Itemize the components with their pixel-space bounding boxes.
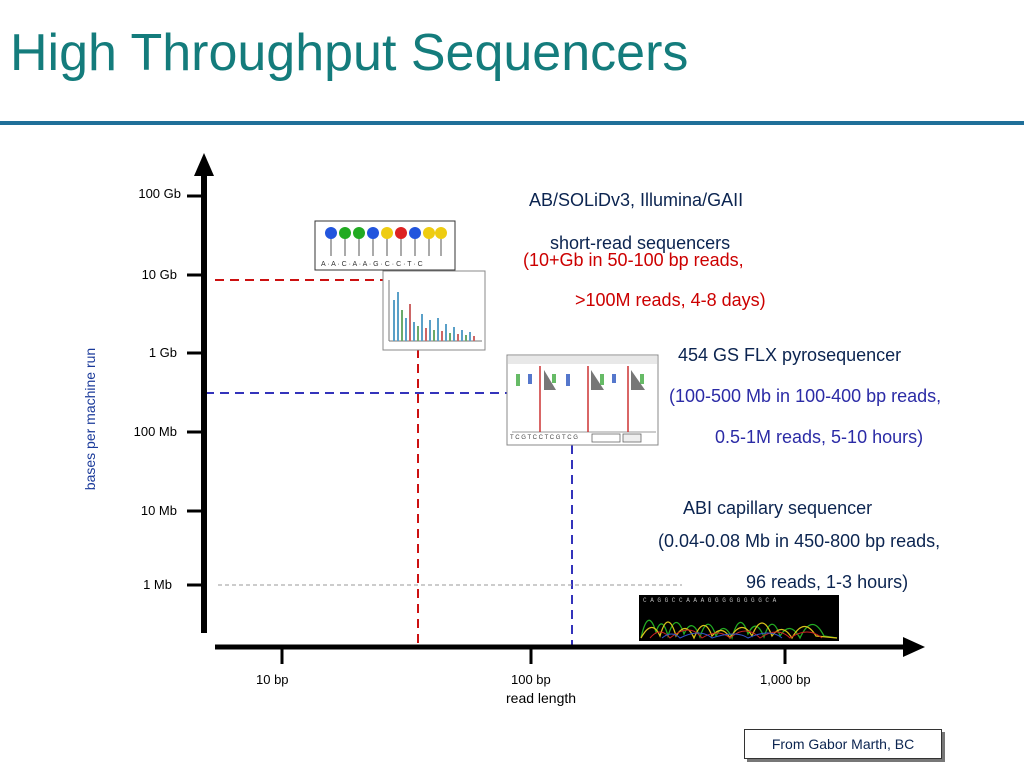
x-ticks xyxy=(280,647,787,664)
x-axis-arrow-icon xyxy=(903,637,925,657)
svg-text:C A G G C C A A A G G G G G: C A G G C C A A A G G G G G G G G C A xyxy=(643,597,777,604)
x-axis-label: read length xyxy=(506,690,577,706)
title-divider xyxy=(0,121,1024,125)
pyrosequencer-detail-line-2: 0.5-1M reads, 5-10 hours) xyxy=(715,427,924,447)
capillary-detail-line-1: (0.04-0.08 Mb in 450-800 bp reads, xyxy=(658,531,941,551)
svg-text:T C G T C C T C G T C G: T C G T C C T C G T C G xyxy=(510,435,578,441)
y-tick-label-10gb: 10 Gb xyxy=(141,267,177,282)
color-space-encoding-thumbnail: A · A · C · A · A · G · C · C · T · C xyxy=(314,220,456,271)
solid-illumina-subtitle: short-read sequencers xyxy=(550,233,731,253)
y-tick-label-10mb: 10 Mb xyxy=(140,503,177,518)
y-tick-label-1mb: 1 Mb xyxy=(143,577,172,592)
chromatogram-thumbnail: C A G G C C A A A G G G G G G G G C A xyxy=(639,595,839,641)
solid-illumina-detail-line-2: >100M reads, 4-8 days) xyxy=(575,290,766,310)
flowgram-thumbnail: T C G T C C T C G T C G xyxy=(506,354,659,446)
x-tick-label-100bp: 100 bp xyxy=(511,672,551,687)
y-axis-label: bases per machine run xyxy=(82,347,98,491)
x-tick-label-10bp: 10 bp xyxy=(256,672,289,687)
y-tick-label-100mb: 100 Mb xyxy=(133,424,177,439)
pyrosequencer-detail-line-1: (100-500 Mb in 100-400 bp reads, xyxy=(669,386,942,406)
color-space-dots: A · A · C · A · A · G · C · C · T · C xyxy=(321,227,447,268)
source-credit: From Gabor Marth, BC xyxy=(744,729,942,759)
slide-title: High Throughput Sequencers xyxy=(10,24,689,82)
y-axis-arrow-icon xyxy=(194,153,214,176)
pyrosequencer-name: 454 GS FLX pyrosequencer xyxy=(678,345,902,365)
svg-text:A · A · C · A · A · G · C · C: A · A · C · A · A · G · C · C · T · C xyxy=(321,261,423,268)
capillary-name: ABI capillary sequencer xyxy=(683,498,873,518)
y-tick-label-1gb: 1 Gb xyxy=(148,345,177,360)
solid-illumina-name: AB/SOLiDv3, Illumina/GAII xyxy=(529,190,744,210)
y-tick-label-100gb: 100 Gb xyxy=(138,186,181,201)
solid-illumina-detail-line-1: (10+Gb in 50-100 bp reads, xyxy=(523,250,744,270)
histogram-thumbnail xyxy=(382,270,486,351)
capillary-detail-line-2: 96 reads, 1-3 hours) xyxy=(746,572,909,592)
x-tick-label-1000bp: 1,000 bp xyxy=(760,672,811,687)
y-ticks xyxy=(187,194,204,587)
